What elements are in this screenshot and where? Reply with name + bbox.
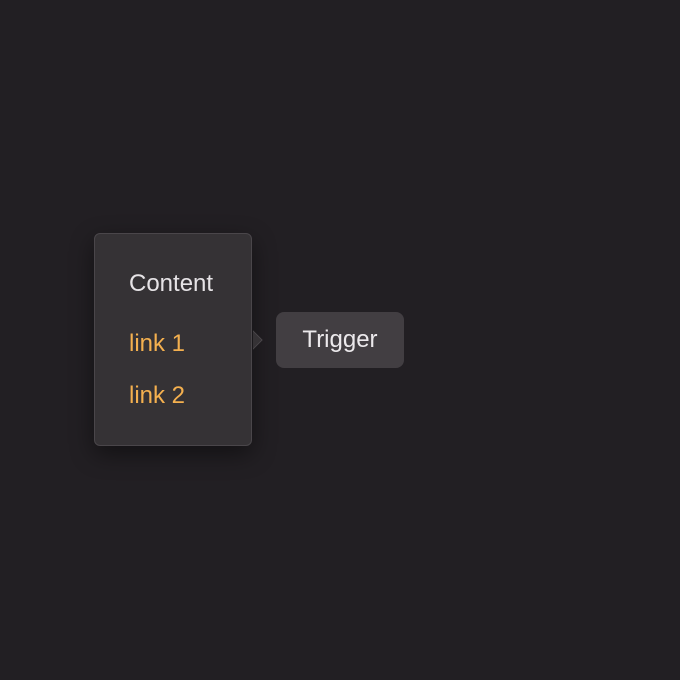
popover-link-1[interactable]: link 1 xyxy=(129,330,186,357)
popover: Content link 1 link 2 xyxy=(94,233,252,446)
popover-content: Content link 1 link 2 xyxy=(129,270,239,410)
popover-title: Content xyxy=(129,270,214,297)
popover-arrow xyxy=(243,330,263,350)
trigger-button[interactable]: Trigger xyxy=(276,312,404,368)
popover-link-2[interactable]: link 2 xyxy=(129,382,186,409)
